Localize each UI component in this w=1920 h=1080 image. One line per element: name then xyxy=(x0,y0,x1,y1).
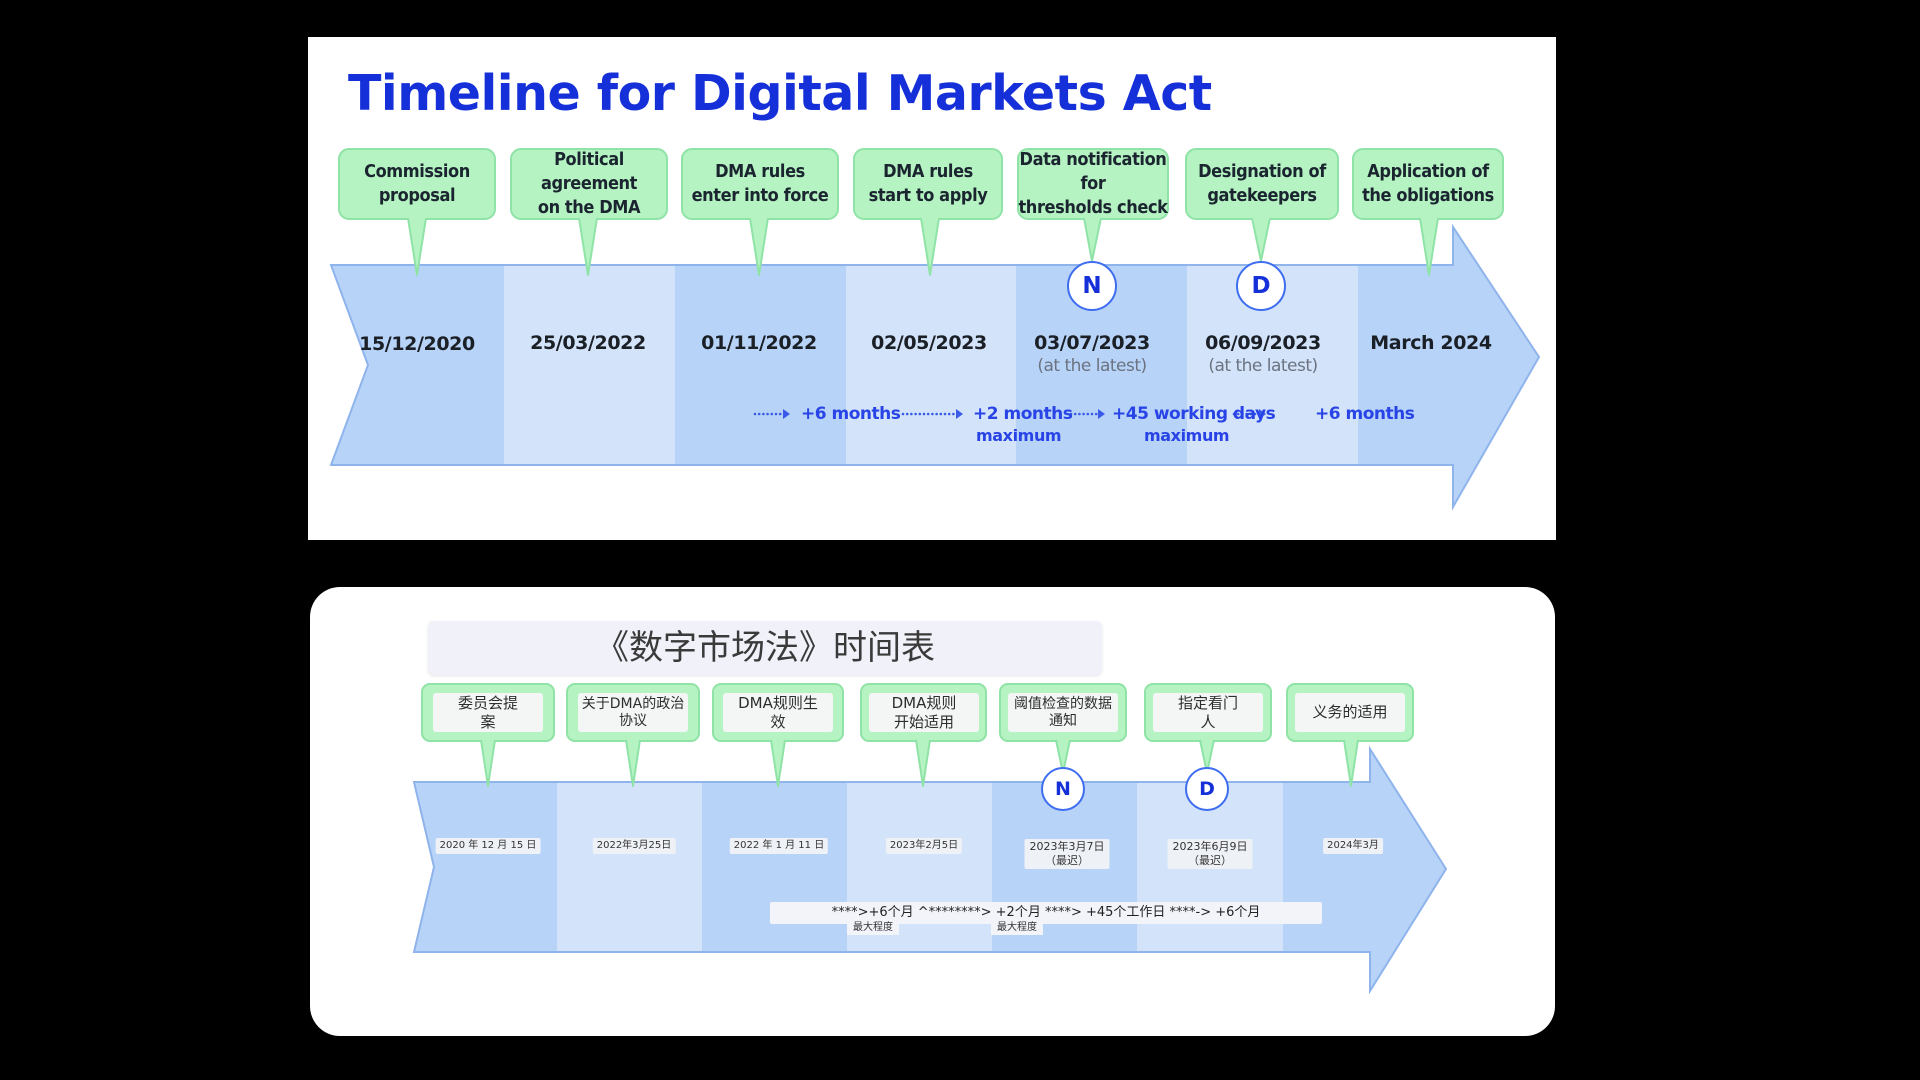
milestone-callout: 阈值检查的数据 通知 xyxy=(999,684,1127,741)
chinese-timeline-panel: 《数字市场法》时间表 委员会提 案 关于DMA的政治 协议 DMA规则生 效 D… xyxy=(310,587,1555,1036)
milestone-date-3: 2022 年 1 月 11 日 xyxy=(729,838,829,854)
milestone-date-6: 06/09/2023 xyxy=(1205,332,1321,354)
milestone-callout: 关于DMA的政治 协议 xyxy=(569,684,697,741)
milestone-label-designation-gatekeepers: Designation of gatekeepers xyxy=(1198,161,1326,206)
milestone-callout: 义务的适用 xyxy=(1286,684,1414,741)
interval-label: +2 months xyxy=(973,404,1073,424)
milestone-date-7: March 2024 xyxy=(1370,332,1492,354)
latest-note: (at the latest) xyxy=(1208,356,1318,376)
maximum-label: maximum xyxy=(976,426,1062,445)
milestone-date-4: 2023年2月5日 xyxy=(885,838,963,854)
interval-label: +45 working days xyxy=(1112,404,1276,424)
milestone-label-political-agreement: 关于DMA的政治 协议 xyxy=(578,693,688,732)
page-title: 《数字市场法》时间表 xyxy=(595,628,935,668)
milestone-label-data-notification: Data notification for thresholds check xyxy=(1018,149,1168,218)
interval-row: ****>+6个月 ^********> +2个月 ****> +45个工作日 … xyxy=(770,902,1322,924)
designation-marker-icon: D xyxy=(1185,767,1229,811)
english-timeline-panel: Timeline for Digital Markets Act Commiss… xyxy=(308,37,1556,540)
dotted-arrow-icon xyxy=(753,409,1266,419)
maximum-label: 最大程度 xyxy=(991,921,1043,935)
milestone-label-political-agreement: Political agreement on the DMA xyxy=(537,149,641,218)
milestone-date-2: 25/03/2022 xyxy=(530,332,646,354)
page-title: Timeline for Digital Markets Act xyxy=(348,65,1212,122)
milestone-callout: DMA规则生 效 xyxy=(714,684,842,741)
milestone-date-7: 2024年3月 xyxy=(1323,838,1383,854)
maximum-label: maximum xyxy=(1144,426,1230,445)
milestone-date-4: 02/05/2023 xyxy=(871,332,987,354)
milestone-label-data-notification: 阈值检查的数据 通知 xyxy=(1008,693,1118,732)
interval-label: +6 months xyxy=(1315,404,1415,424)
milestone-callout: 指定看门 人 xyxy=(1144,684,1272,741)
designation-marker-icon: D xyxy=(1236,261,1286,311)
maximum-label: 最大程度 xyxy=(847,921,899,935)
milestone-date-1: 2020 年 12 月 15 日 xyxy=(435,838,541,854)
timeline-arrow-graphic xyxy=(329,148,1541,511)
milestone-label-application-obligations: Application of the obligations xyxy=(1362,161,1494,206)
milestone-callout: 委员会提 案 xyxy=(424,684,552,741)
milestone-date-5: 2023年3月7日 （最迟） xyxy=(1024,839,1110,869)
title-banner xyxy=(428,621,1102,675)
milestone-label-start-to-apply: DMA rules start to apply xyxy=(868,161,988,206)
interval-label: +6 months xyxy=(801,404,901,424)
notification-marker-icon: N xyxy=(1041,767,1085,811)
milestone-label-commission-proposal: Commission proposal xyxy=(364,161,470,206)
milestone-label-designation-gatekeepers: 指定看门 人 xyxy=(1153,693,1263,732)
milestone-label-start-to-apply: DMA规则 开始适用 xyxy=(869,693,979,732)
milestone-label-enter-into-force: DMA rules enter into force xyxy=(691,161,829,206)
milestone-label-application-obligations: 义务的适用 xyxy=(1295,693,1405,732)
milestone-date-1: 15/12/2020 xyxy=(359,333,475,355)
milestone-date-6: 2023年6月9日 （最迟） xyxy=(1167,839,1253,869)
latest-note: (at the latest) xyxy=(1037,356,1147,376)
milestone-callout: DMA规则 开始适用 xyxy=(860,684,988,741)
milestone-label-enter-into-force: DMA规则生 效 xyxy=(723,693,833,732)
milestone-date-3: 01/11/2022 xyxy=(701,332,817,354)
notification-marker-icon: N xyxy=(1067,261,1117,311)
milestone-date-2: 2022年3月25日 xyxy=(592,838,676,854)
milestone-label-commission-proposal: 委员会提 案 xyxy=(433,693,543,732)
milestone-date-5: 03/07/2023 xyxy=(1034,332,1150,354)
